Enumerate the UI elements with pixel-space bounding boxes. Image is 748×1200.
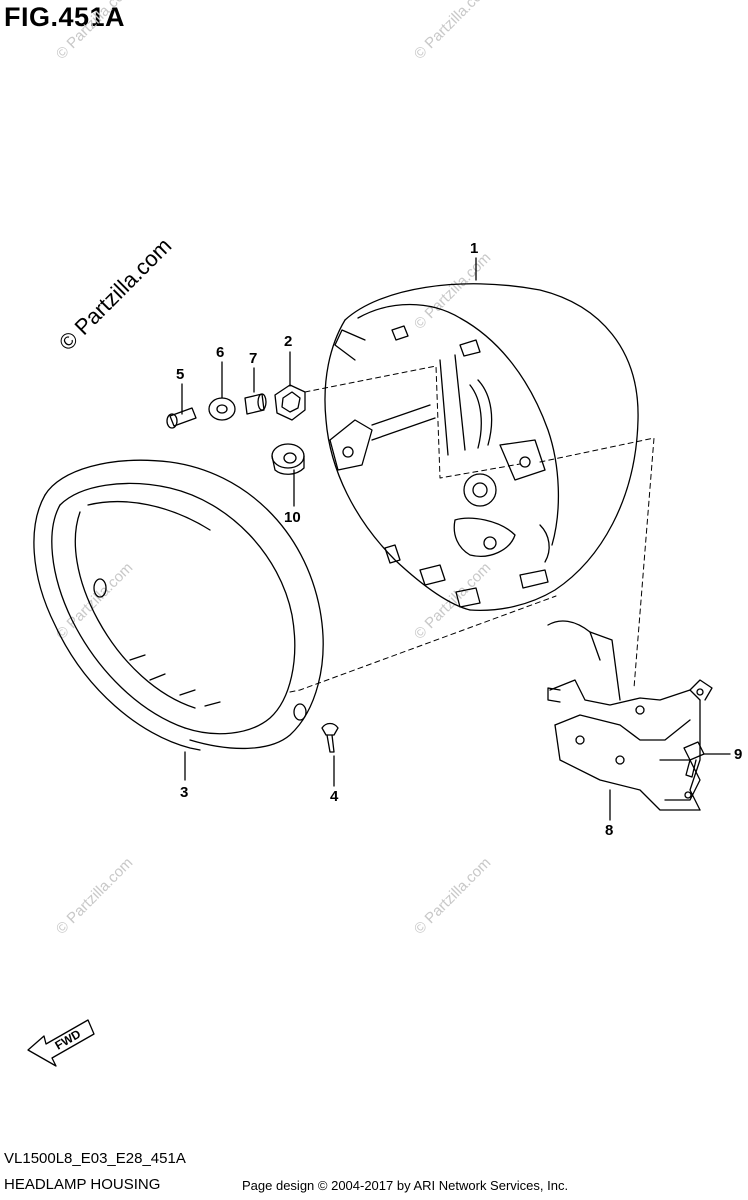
callout-4: 4 — [330, 788, 339, 805]
fwd-arrow-icon: FWD — [27, 1019, 95, 1067]
part-washer — [208, 397, 236, 421]
model-code: VL1500L8_E03_E28_451A — [4, 1150, 186, 1167]
callout-leaders — [181, 257, 731, 821]
callout-9: 9 — [734, 746, 742, 763]
watermark: © Partzilla.com — [411, 0, 494, 63]
part-screw-4 — [321, 722, 339, 753]
callout-1: 1 — [470, 240, 478, 257]
alignment-lines — [289, 365, 655, 693]
headlamp-rim — [33, 459, 324, 751]
callout-7: 7 — [249, 350, 257, 367]
callout-3: 3 — [180, 784, 188, 801]
watermark: © Partzilla.com — [53, 854, 136, 937]
callout-6: 6 — [216, 344, 224, 361]
part-collar — [244, 393, 267, 415]
watermark: © Partzilla.com — [53, 0, 136, 63]
watermarks: © Partzilla.com © Partzilla.com © Partzi… — [53, 0, 494, 938]
callout-10: 10 — [284, 509, 301, 526]
callout-5: 5 — [176, 366, 184, 383]
part-grommet — [271, 443, 305, 475]
callout-labels: 1 2 3 4 5 6 7 8 9 10 — [176, 240, 742, 839]
part-nut — [274, 384, 306, 421]
callout-8: 8 — [605, 822, 613, 839]
watermark: © Partzilla.com — [53, 559, 136, 642]
section-name: HEADLAMP HOUSING — [4, 1176, 161, 1193]
callout-2: 2 — [284, 333, 292, 350]
copyright-notice: Page design © 2004-2017 by ARI Network S… — [242, 1178, 569, 1193]
mounting-bracket — [547, 620, 713, 811]
watermark: © Partzilla.com — [411, 559, 494, 642]
headlamp-housing-shell — [324, 283, 639, 611]
watermark: © Partzilla.com — [411, 854, 494, 937]
figure-title: FIG.451A — [4, 2, 126, 32]
watermark-large: © Partzilla.com — [54, 233, 177, 356]
part-screw-5 — [166, 407, 197, 429]
watermark: © Partzilla.com — [411, 249, 494, 332]
